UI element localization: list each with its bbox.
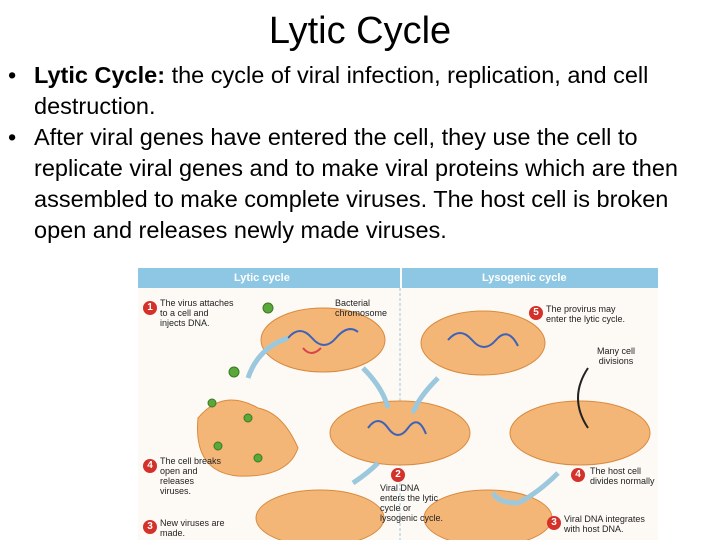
provirus-cell — [420, 310, 546, 376]
slide-title: Lytic Cycle — [268, 10, 452, 52]
host-dna — [447, 332, 519, 348]
step-caption: The provirus may enter the lytic cycle. — [546, 304, 626, 324]
diagram-artwork — [197, 288, 651, 540]
lytic-lysogenic-diagram: Lytic cycle Lysogenic cycle — [138, 268, 658, 540]
division-arrow-icon — [577, 367, 589, 429]
lysogenic-header: Lysogenic cycle — [402, 268, 658, 288]
step-caption: Viral DNA enters the lytic cycle or lyso… — [380, 483, 444, 523]
step-badge: 3 — [547, 516, 561, 530]
chromosome-label: Bacterial chromosome — [335, 298, 388, 318]
lytic-header-label: Lytic cycle — [234, 272, 290, 284]
bullet-list: • Lytic Cycle: the cycle of viral infect… — [8, 60, 720, 246]
step-caption: The virus attaches to a cell and injects… — [160, 298, 234, 328]
burst-cell — [197, 399, 299, 477]
step-badge: 4 — [571, 468, 585, 482]
host-dna — [287, 328, 359, 346]
lytic-header: Lytic cycle — [138, 268, 400, 288]
step-badge: 2 — [391, 468, 405, 482]
bullet-text: After viral genes have entered the cell,… — [34, 124, 678, 243]
bullet-dot-icon: • — [8, 62, 17, 88]
bullet-item: • Lytic Cycle: the cycle of viral infect… — [8, 60, 720, 122]
infected-cell — [329, 400, 471, 466]
step-caption: New viruses are made. — [160, 518, 225, 538]
bullet-text: the cycle of viral infection, replicatio… — [34, 62, 649, 119]
dividing-cell — [509, 400, 651, 466]
bacterial-cell — [260, 307, 386, 373]
host-dna — [367, 420, 427, 436]
bullet-dot-icon: • — [8, 124, 17, 150]
step-badge: 5 — [529, 306, 543, 320]
step-caption: The host cell divides normally — [590, 466, 655, 486]
replicating-cell — [255, 489, 385, 540]
virus-particles — [207, 302, 274, 463]
step-caption: Viral DNA integrates with host DNA. — [564, 514, 645, 534]
step-badge: 3 — [143, 520, 157, 534]
step-caption: The cell breaks open and releases viruse… — [160, 456, 222, 496]
step-badge: 1 — [143, 301, 157, 315]
bullet-term: Lytic Cycle: — [34, 62, 166, 88]
divisions-label: Many cell divisions — [596, 346, 635, 366]
viral-dna — [302, 347, 322, 354]
step-badge: 4 — [143, 459, 157, 473]
lysogenic-header-label: Lysogenic cycle — [482, 272, 567, 284]
cycle-arrows — [245, 335, 560, 506]
bullet-item: • After viral genes have entered the cel… — [8, 122, 720, 246]
